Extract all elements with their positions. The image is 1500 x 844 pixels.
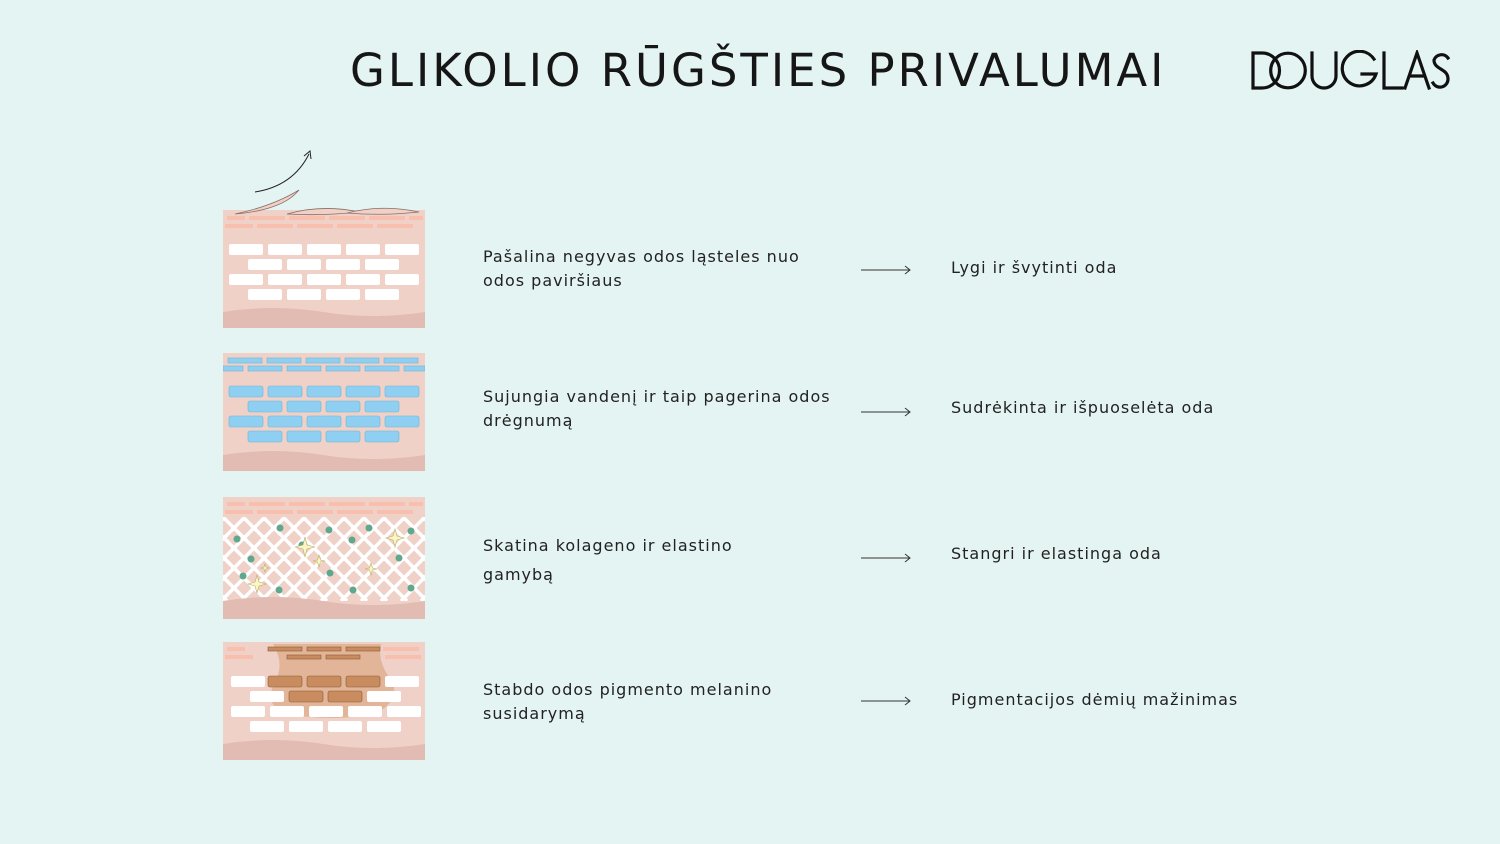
dead-skin-exfoliation-icon	[223, 150, 425, 328]
collagen-elastin-icon	[223, 497, 425, 619]
description-line: Sujungia vandenį ir taip pagerina odos	[483, 387, 831, 406]
description-line: Stabdo odos pigmento melanino	[483, 680, 773, 699]
benefit-result: Lygi ir švytinti oda	[951, 258, 1118, 277]
benefit-result: Pigmentacijos dėmių mažinimas	[951, 690, 1239, 709]
arrow-right-icon	[861, 696, 911, 706]
benefit-description: Sujungia vandenį ir taip pagerina odos d…	[483, 385, 833, 433]
description-line: drėgnumą	[483, 411, 574, 430]
arrow-right-icon	[861, 265, 911, 275]
benefit-result: Stangri ir elastinga oda	[951, 544, 1162, 563]
benefit-description: Pašalina negyvas odos ląsteles nuo odos …	[483, 245, 833, 293]
benefit-result: Sudrėkinta ir išpuoselėta oda	[951, 398, 1215, 417]
description-line: Pašalina negyvas odos ląsteles nuo	[483, 247, 800, 266]
douglas-logo	[1251, 50, 1450, 91]
arrow-right-icon	[861, 407, 911, 417]
benefit-description: Stabdo odos pigmento melanino susidarymą	[483, 678, 833, 726]
benefit-description: Skatina kolageno ir elastino gamybą	[483, 531, 833, 589]
page-title: GLIKOLIO RŪGŠTIES PRIVALUMAI	[350, 44, 1167, 97]
pigmentation-icon	[223, 642, 425, 760]
description-line: Skatina kolageno ir elastino	[483, 536, 733, 555]
description-line: gamybą	[483, 565, 554, 584]
description-line: odos paviršiaus	[483, 271, 623, 290]
description-line: susidarymą	[483, 704, 586, 723]
hydration-cells-icon	[223, 353, 425, 471]
arrow-right-icon	[861, 553, 911, 563]
